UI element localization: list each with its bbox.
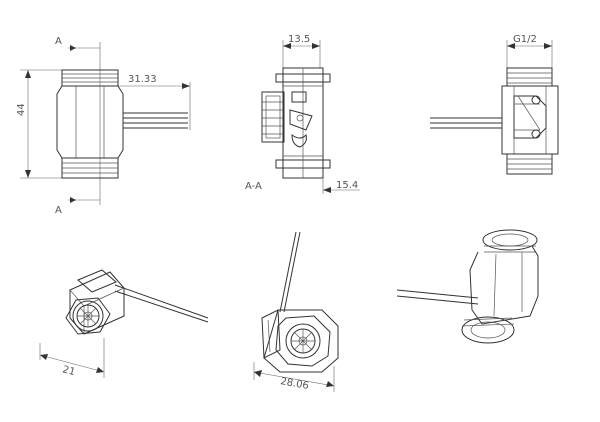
section-view: 13.5 A-A 15.4 (245, 34, 360, 194)
isometric-view-3 (396, 229, 539, 344)
dimension-iso2: 28.06 (279, 376, 309, 392)
dimension-width: 13.5 (288, 34, 310, 45)
dimension-iso1: 21 (61, 364, 76, 378)
dimension-wire-length: 31.33 (128, 74, 157, 85)
section-marker-top: A (55, 36, 62, 47)
front-view: A A 44 31.33 (16, 36, 191, 216)
dimension-section-offset: 15.4 (336, 180, 358, 191)
dimension-height: 44 (16, 103, 27, 116)
section-name: A-A (245, 181, 262, 192)
isometric-view-2: 28.06 (253, 231, 339, 392)
dimension-thread: G1/2 (513, 34, 537, 45)
section-marker-bottom: A (55, 205, 62, 216)
side-view: G1/2 (430, 34, 559, 175)
isometric-view-1: 21 (39, 269, 209, 378)
